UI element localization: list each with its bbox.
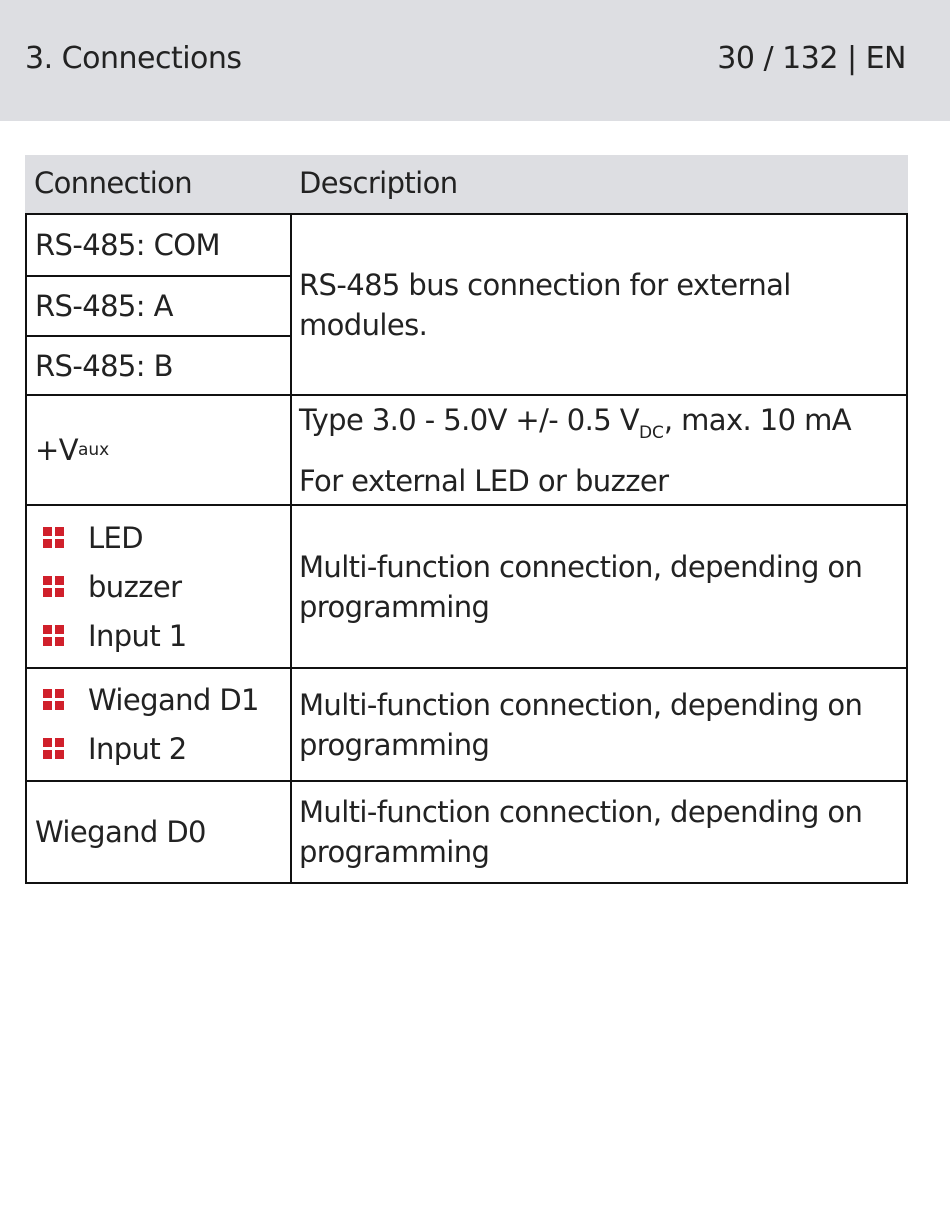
- page-number: 30 / 132 | EN: [717, 41, 906, 76]
- description-line: programming: [299, 589, 490, 624]
- table-row-wiegand-d0: Wiegand D0 Multi-function connection, de…: [25, 782, 908, 884]
- section-title: 3. Connections: [25, 41, 242, 76]
- description-line: Type 3.0 - 5.0V +/- 0.5 VDC, max. 10 mA: [299, 396, 906, 457]
- list-item-label: Wiegand D1: [88, 683, 260, 717]
- connection-cell: RS-485: COM RS-485: A RS-485: B: [27, 215, 292, 394]
- list-item: buzzer: [43, 562, 290, 611]
- connection-label: +V: [35, 433, 79, 467]
- bullet-icon: [43, 738, 65, 760]
- description-text: Type 3.0 - 5.0V +/- 0.5 V: [299, 402, 640, 437]
- description-cell: Multi-function connection, depending on …: [292, 506, 906, 667]
- list-item: Input 2: [43, 725, 290, 774]
- column-header-connection: Connection: [34, 166, 193, 200]
- list-item-label: Input 2: [88, 732, 187, 766]
- description-line: RS-485 bus connection for external: [299, 267, 791, 302]
- table-row-rs485: RS-485: COM RS-485: A RS-485: B RS-485 b…: [25, 213, 908, 396]
- connection-cell: LED buzzer Input 1: [27, 506, 292, 667]
- description-line: programming: [299, 835, 490, 869]
- connection-cell: Wiegand D0: [27, 782, 292, 882]
- list-item: Input 1: [43, 611, 290, 660]
- connection-wiegand-d0: Wiegand D0: [35, 815, 207, 849]
- list-item-label: buzzer: [88, 569, 182, 604]
- bullet-icon: [43, 526, 65, 549]
- table-row-multi-1: LED buzzer Input 1 Multi-function connec…: [25, 506, 908, 669]
- connection-rs485-b: RS-485: B: [27, 335, 290, 394]
- connection-cell: Wiegand D1 Input 2: [27, 669, 292, 780]
- description-cell: Type 3.0 - 5.0V +/- 0.5 VDC, max. 10 mA …: [292, 396, 906, 504]
- list-item: Wiegand D1: [43, 676, 290, 725]
- connection-list: LED buzzer Input 1: [27, 506, 290, 667]
- description-subscript: DC: [638, 422, 664, 443]
- page-header: 3. Connections 30 / 132 | EN: [0, 0, 950, 121]
- connection-rs485-a: RS-485: A: [27, 275, 290, 335]
- list-item-label: Input 1: [88, 618, 187, 653]
- connection-label-subscript: aux: [77, 440, 110, 460]
- bullet-icon: [43, 624, 65, 647]
- description-cell: RS-485 bus connection for external modul…: [292, 215, 906, 394]
- description-line: Multi-function connection, depending on: [299, 687, 863, 722]
- connections-table: Connection Description RS-485: COM RS-48…: [25, 155, 908, 884]
- description-cell: Multi-function connection, depending on …: [292, 669, 906, 780]
- column-header-description: Description: [299, 166, 458, 200]
- description-line: Multi-function connection, depending on: [299, 795, 863, 829]
- table-header: Connection Description: [25, 155, 908, 213]
- description-text: , max. 10 mA: [663, 402, 852, 437]
- list-item: LED: [43, 513, 290, 562]
- description-line: Multi-function connection, depending on: [299, 549, 863, 584]
- connection-list: Wiegand D1 Input 2: [27, 669, 290, 780]
- description-line: For external LED or buzzer: [299, 463, 669, 498]
- table-row-multi-2: Wiegand D1 Input 2 Multi-function connec…: [25, 669, 908, 782]
- description-line: modules.: [299, 307, 428, 342]
- bullet-icon: [43, 575, 65, 598]
- connection-rs485-com: RS-485: COM: [35, 228, 220, 262]
- description-line: programming: [299, 727, 490, 762]
- bullet-icon: [43, 689, 65, 711]
- description-cell: Multi-function connection, depending on …: [292, 782, 906, 882]
- list-item-label: LED: [88, 520, 144, 555]
